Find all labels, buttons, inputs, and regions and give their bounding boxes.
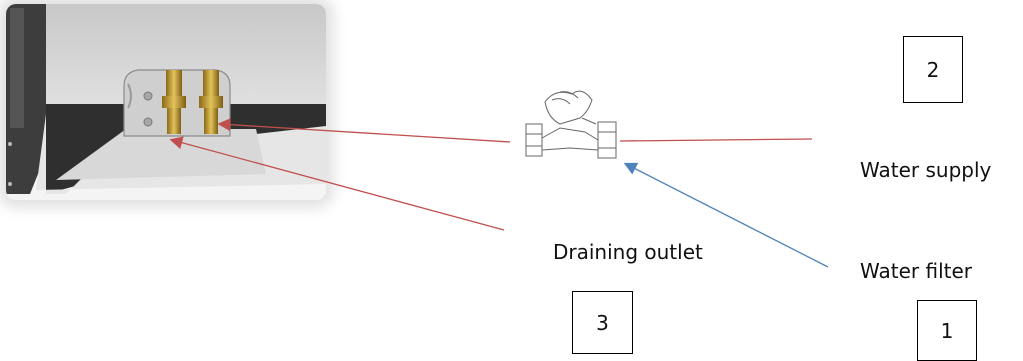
- number-box-draining-outlet: 3: [572, 291, 633, 354]
- draining-outlet-label: Draining outlet: [553, 240, 703, 264]
- water-supply-line: [619, 138, 813, 142]
- number-box-water-supply: 2: [903, 36, 963, 103]
- arrow-to-right-connector: [217, 118, 511, 143]
- number-box-water-filter: 1: [917, 300, 977, 361]
- water-filter-sketch: [525, 90, 617, 159]
- water-supply-label: Water supply: [860, 158, 992, 182]
- arrow-to-draining-outlet: [169, 136, 505, 231]
- arrow-to-water-filter: [623, 162, 829, 268]
- water-filter-label: Water filter: [860, 259, 973, 283]
